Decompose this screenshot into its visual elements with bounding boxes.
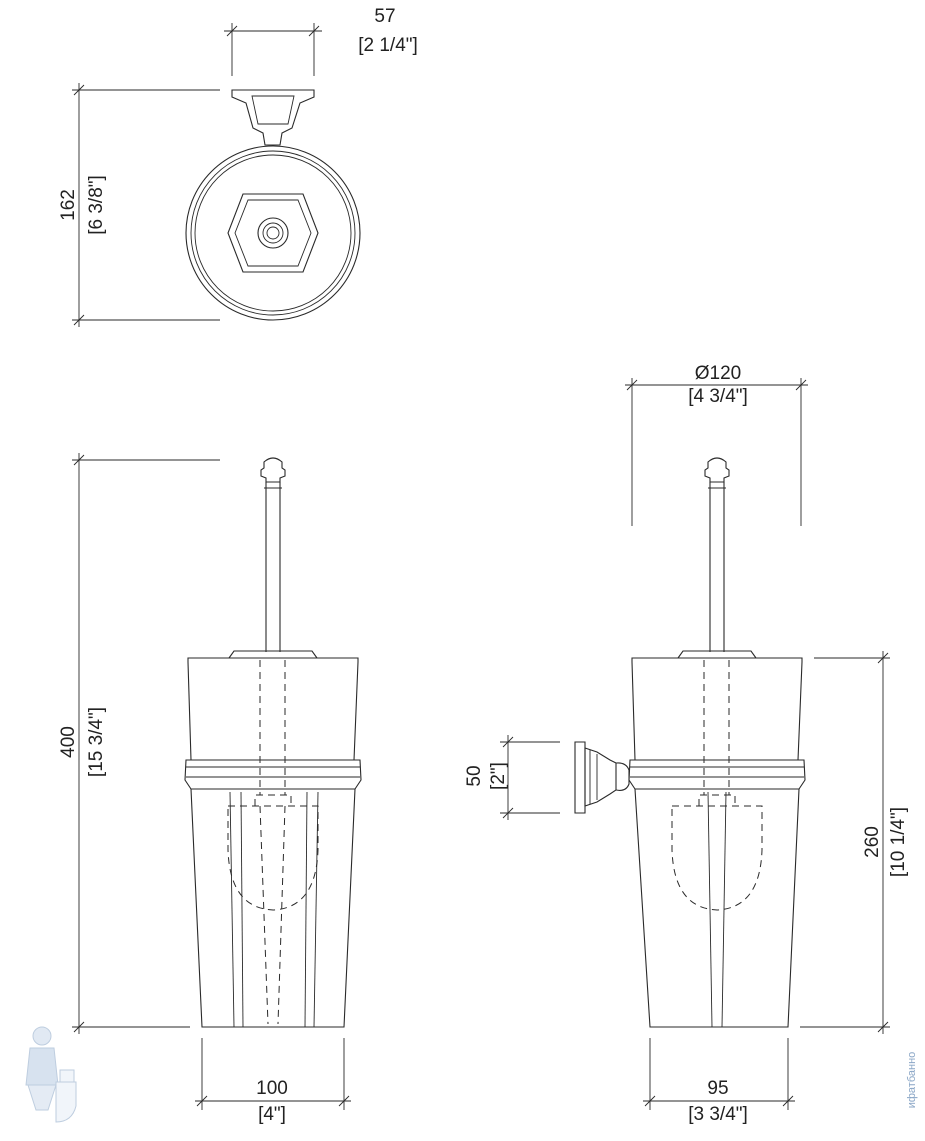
dim-side-height-mm: 260 [862,826,883,858]
dim-mount-height-mm: 50 [464,765,485,786]
dim-top-height-inch: [6 3/8"] [86,175,107,235]
dim-diameter-mm: Ø120 [695,363,741,384]
dim-top-height: 162 [6 3/8"] [58,83,220,327]
dim-diameter: Ø120 [4 3/4"] [625,363,808,526]
top-view [185,89,361,321]
dim-side-width: 95 [3 3/4"] [643,1038,795,1125]
dim-mount-height: 50 [2"] [464,735,560,820]
dim-diameter-inch: [4 3/4"] [688,386,748,407]
dim-front-height: 400 [15 3/4"] [58,453,220,1034]
watermark-text: ифатбанно [906,1052,918,1109]
dim-front-width-mm: 100 [256,1078,288,1099]
dim-top-width: 57 [2 1/4"] [224,6,418,76]
dim-side-width-mm: 95 [707,1078,728,1099]
dim-front-height-inch: [15 3/4"] [86,707,107,777]
dim-side-height-inch: [10 1/4"] [888,807,909,877]
dim-top-width-mm: 57 [374,6,395,27]
dim-front-height-mm: 400 [58,726,79,758]
dim-front-width: 100 [4"] [195,1038,351,1125]
plumber-mascot-icon [25,1026,77,1123]
dim-mount-height-inch: [2"] [488,762,509,790]
dim-top-width-inch: [2 1/4"] [358,35,418,56]
dim-side-height: 260 [10 1/4"] [800,651,909,1034]
dim-front-width-inch: [4"] [258,1104,286,1125]
front-view [184,457,362,1028]
side-view [574,457,806,1028]
dim-top-height-mm: 162 [58,189,79,221]
dim-side-width-inch: [3 3/4"] [688,1104,748,1125]
